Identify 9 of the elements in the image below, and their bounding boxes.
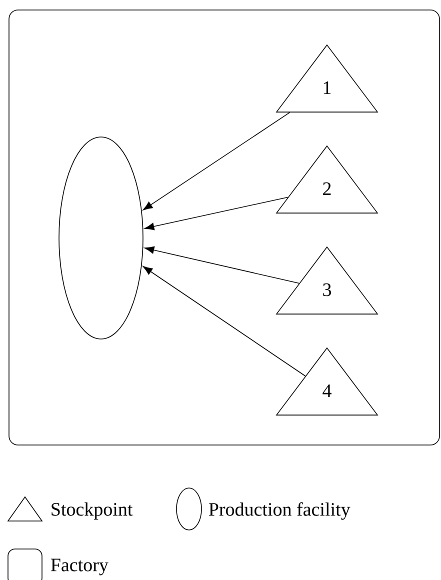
factory-box bbox=[8, 10, 440, 446]
legend-label: Factory bbox=[50, 558, 108, 576]
arrow bbox=[142, 266, 306, 376]
legend-label: Production facility bbox=[208, 502, 350, 520]
arrow bbox=[144, 246, 300, 284]
arrow bbox=[144, 196, 288, 230]
production-facility-ellipse bbox=[58, 136, 144, 340]
legend-label: Stockpoint bbox=[52, 502, 133, 520]
arrow bbox=[142, 112, 290, 210]
